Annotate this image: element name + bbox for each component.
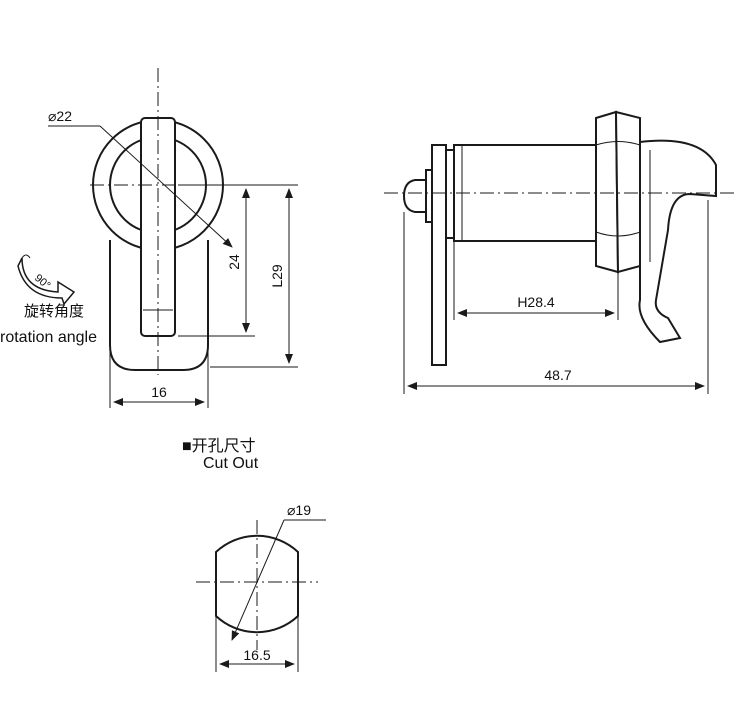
front-view: ⌀22 24 L29 16 90° (17, 68, 298, 408)
rotation-arrow-icon (17, 254, 76, 306)
rotation-label-en: rotation angle (0, 329, 97, 346)
hex-nut-left (595, 110, 620, 274)
knob (402, 179, 427, 213)
cutout-title-en: Cut Out (203, 455, 259, 472)
cutout-title-zh: ■开孔尺寸 (182, 438, 256, 455)
lock-lug-outline (109, 240, 209, 371)
flange-plate (431, 144, 447, 366)
front-diameter-dim: ⌀22 (48, 108, 72, 124)
rotation-label-zh: 旋转角度 (24, 303, 85, 320)
cutout-width-dim: 16.5 (243, 647, 270, 663)
width-dim: 16 (151, 384, 167, 400)
overall-length-dim: 48.7 (544, 367, 571, 383)
cutout-leader (231, 519, 285, 641)
hex-nut-right (614, 110, 641, 274)
body-tube (453, 144, 597, 242)
washer (445, 149, 455, 239)
overall-height-dim: L29 (269, 264, 285, 288)
cutout-view: ⌀19 16.5 (196, 502, 326, 672)
side-view: H28.4 48.7 (384, 110, 738, 394)
cam-height-dim: 24 (226, 254, 242, 270)
body-length-dim: H28.4 (517, 294, 555, 310)
diameter-leader (99, 125, 233, 248)
cam-arm (638, 139, 717, 344)
cutout-diameter-dim: ⌀19 (287, 502, 311, 518)
